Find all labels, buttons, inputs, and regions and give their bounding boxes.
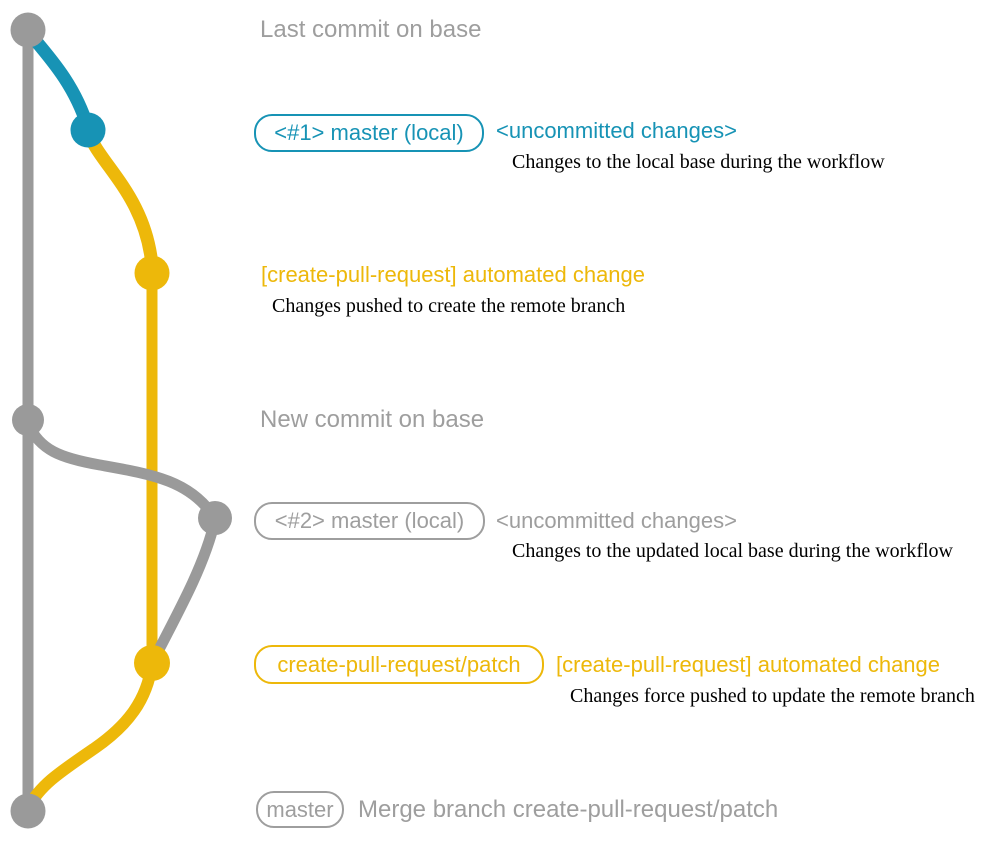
caption-local-base-changes: Changes to the local base during the wor… xyxy=(512,151,885,173)
badge-master-local-2-label: <#2> master (local) xyxy=(274,508,465,533)
badge-master-local-1: <#1> master (local) xyxy=(254,114,484,152)
badge-master-local-2: <#2> master (local) xyxy=(254,502,485,540)
commit-dot-patch2 xyxy=(134,645,170,681)
badge-patch-branch: create-pull-request/patch xyxy=(254,645,544,684)
badge-master: master xyxy=(256,791,344,828)
master-local-branch-line xyxy=(23,27,95,135)
base-to-master2-curve xyxy=(22,418,220,523)
commit-dot-merge xyxy=(10,793,46,829)
badge-master-local-1-label: <#1> master (local) xyxy=(274,120,464,145)
label-new-commit-on-base: New commit on base xyxy=(260,406,485,433)
label-automated-change-2: [create-pull-request] automated change xyxy=(556,652,941,677)
master2-to-patch-curve xyxy=(147,514,221,667)
commit-dot-master1 xyxy=(70,112,106,148)
caption-pushed-create-remote: Changes pushed to create the remote bran… xyxy=(272,295,626,317)
caption-updated-local-base-changes: Changes to the updated local base during… xyxy=(512,540,953,562)
commit-dot-new-base xyxy=(12,404,44,436)
label-uncommitted-changes-1: <uncommitted changes> xyxy=(496,118,737,143)
patch-branch-curve-top xyxy=(81,125,159,272)
label-merge-branch: Merge branch create-pull-request/patch xyxy=(358,796,779,823)
label-uncommitted-changes-2: <uncommitted changes> xyxy=(496,508,737,533)
label-last-commit-on-base: Last commit on base xyxy=(260,16,482,43)
caption-force-pushed-update-remote: Changes force pushed to update the remot… xyxy=(570,685,975,707)
badge-master-label: master xyxy=(266,796,334,822)
commit-dot-last-base xyxy=(10,12,46,48)
commit-dot-patch1 xyxy=(134,255,170,291)
patch-merge-curve xyxy=(22,658,158,814)
badge-patch-branch-label: create-pull-request/patch xyxy=(277,651,521,677)
label-automated-change-1: [create-pull-request] automated change xyxy=(261,262,646,287)
commit-dot-master2 xyxy=(198,501,232,535)
